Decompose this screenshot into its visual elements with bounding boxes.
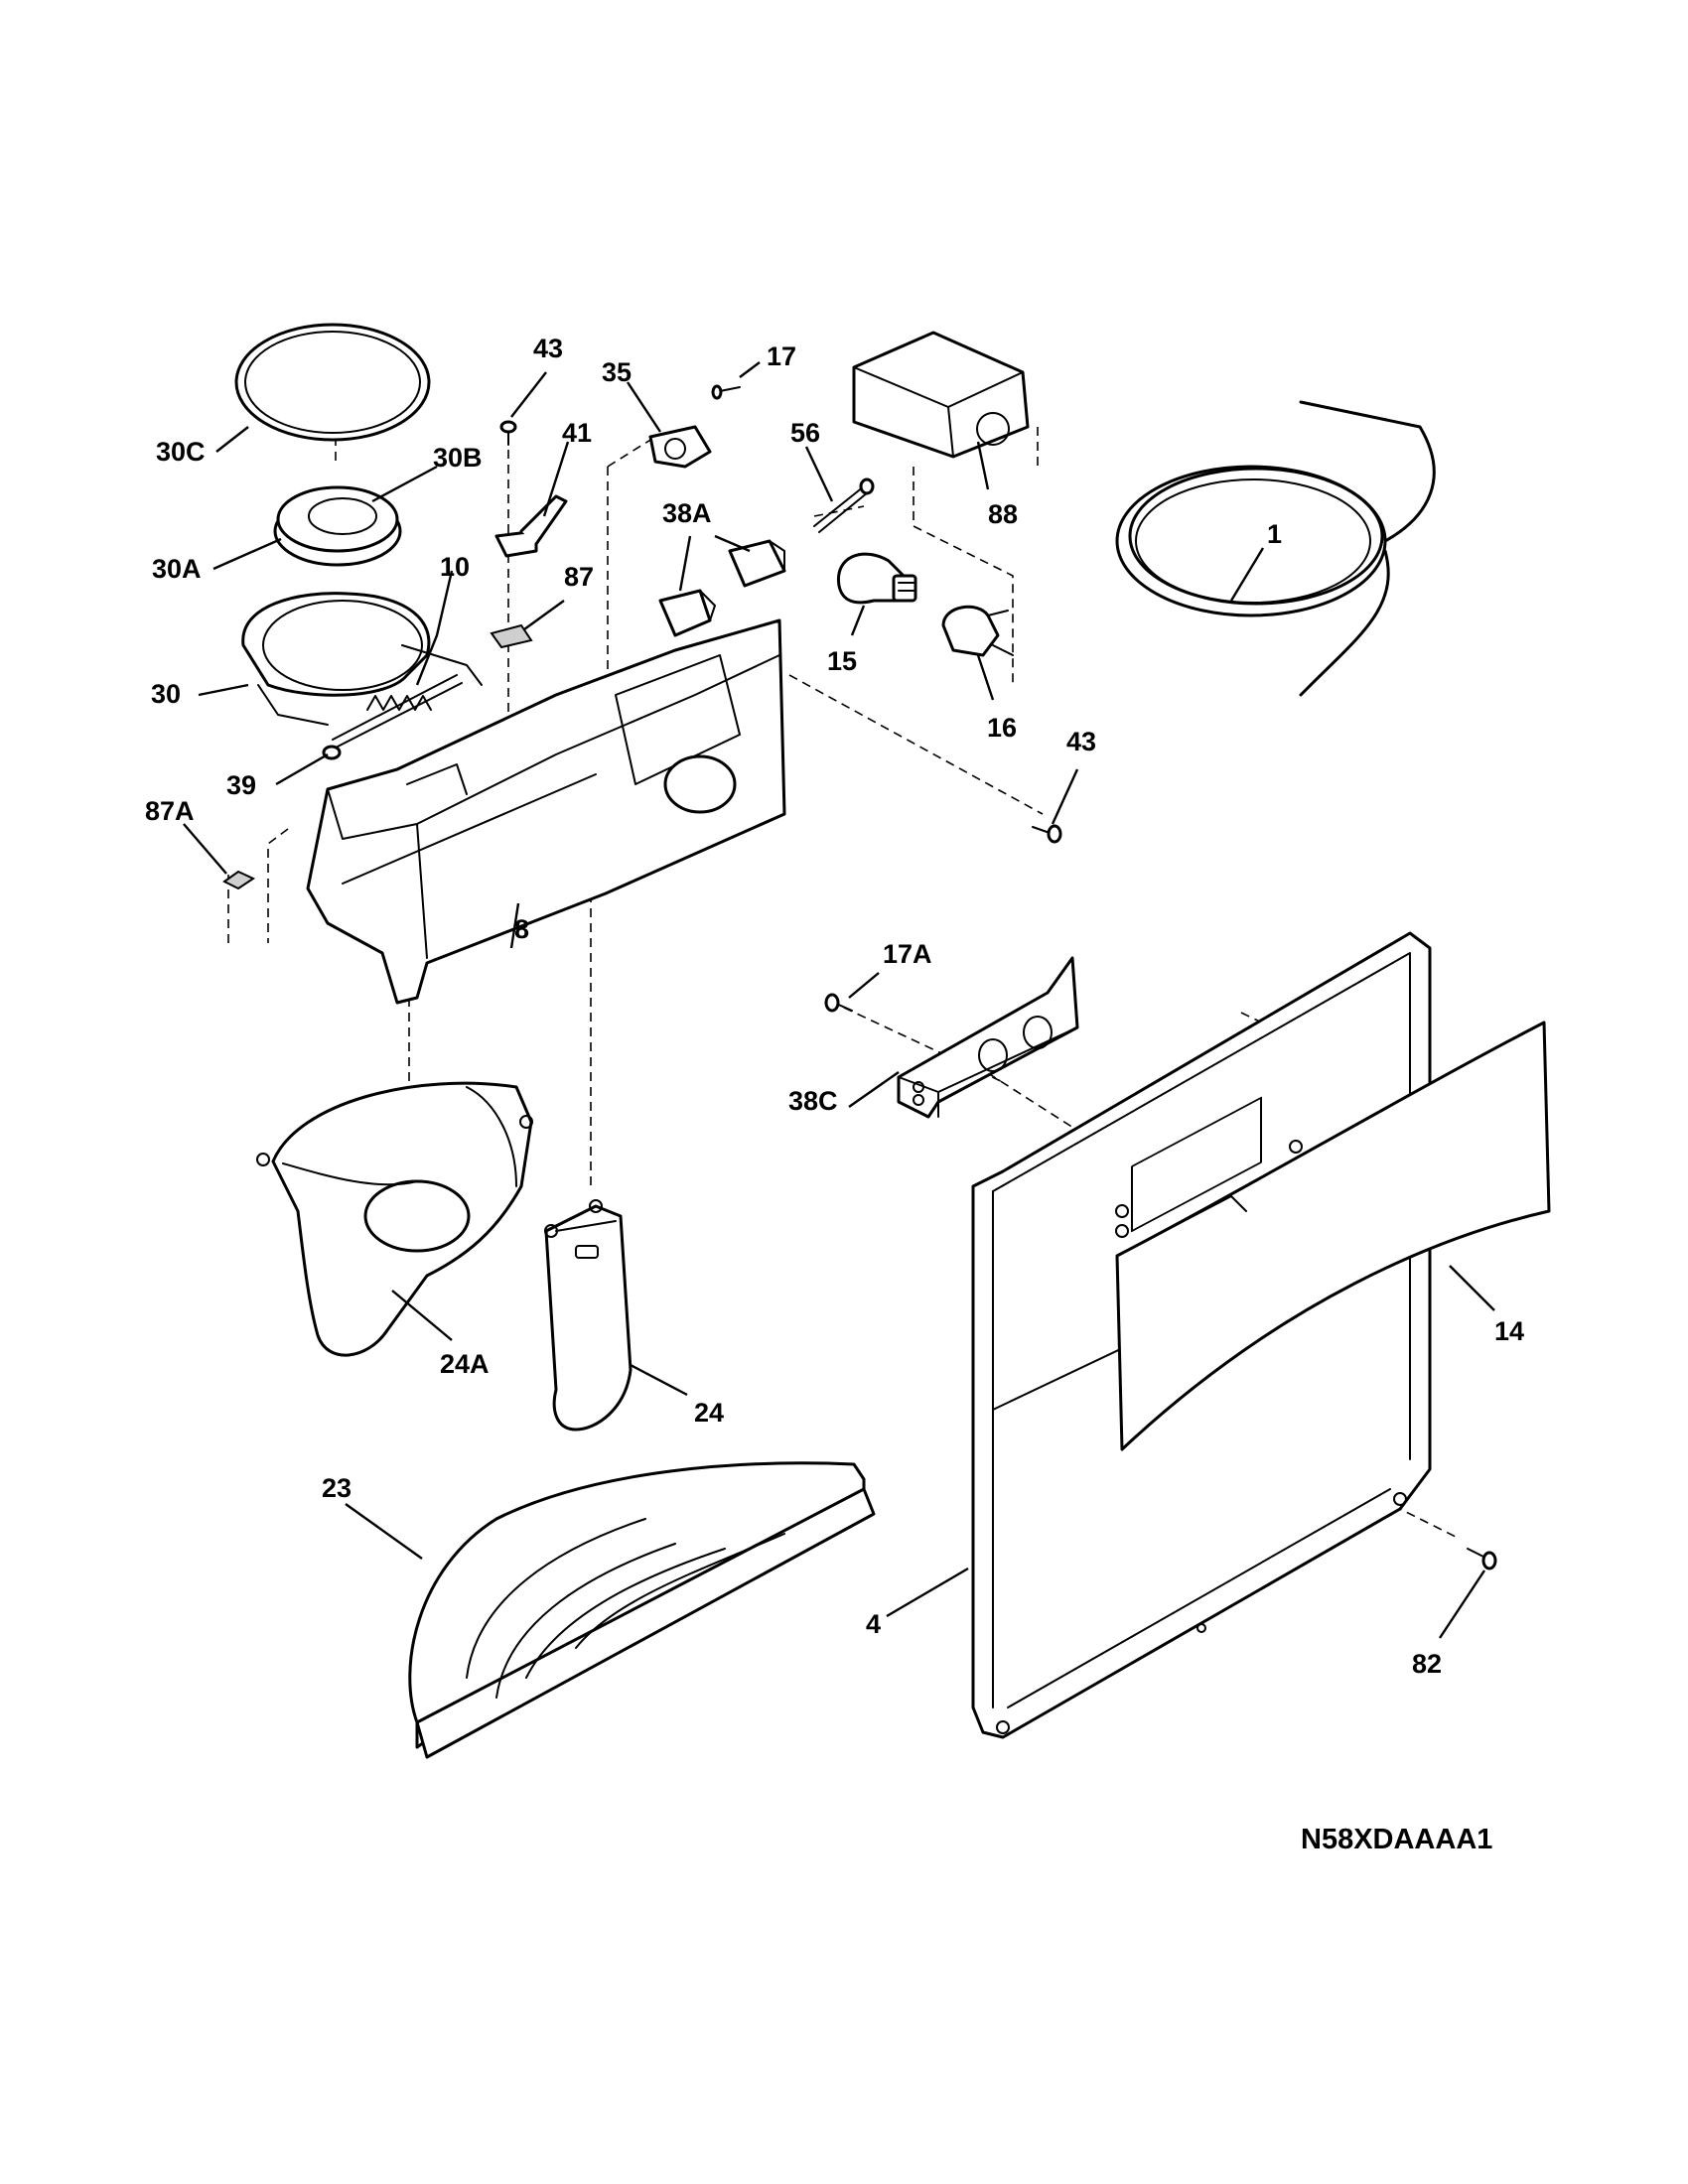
callout-8: 8: [514, 914, 529, 944]
callout-14: 14: [1494, 1316, 1524, 1346]
leader-lines: [183, 361, 1495, 1639]
callout-4: 4: [866, 1609, 881, 1639]
callout-17: 17: [767, 341, 796, 371]
callout-16: 16: [987, 713, 1017, 743]
screw-43-top: [499, 420, 517, 446]
module-box-88: [852, 331, 1030, 459]
callout-17a: 17A: [883, 939, 932, 969]
spring-10: [332, 674, 463, 748]
tubing-coil-1: [1115, 400, 1436, 697]
callout-24: 24: [694, 1398, 724, 1428]
flapper-24: [544, 1199, 633, 1432]
switch-35: [648, 425, 712, 469]
clip-87: [490, 623, 533, 649]
bracket-38c: [897, 956, 1079, 1119]
screw-17a: [824, 993, 853, 1013]
callout-15: 15: [827, 646, 857, 676]
dispenser-housing-8: [306, 618, 786, 1005]
callout-23: 23: [322, 1473, 352, 1503]
bracket-41: [494, 494, 568, 558]
overlay-panel-14: [1115, 1021, 1551, 1451]
callout-30c: 30C: [156, 437, 206, 467]
callout-24a: 24A: [440, 1349, 490, 1379]
socket-16: [941, 605, 1014, 657]
switch-38a-right: [728, 539, 786, 588]
callout-30: 30: [151, 679, 181, 709]
callout-38c: 38C: [788, 1086, 838, 1116]
callout-43-top: 43: [533, 334, 563, 363]
callout-82: 82: [1412, 1649, 1442, 1679]
callout-88: 88: [988, 499, 1018, 529]
callout-38a: 38A: [662, 498, 712, 528]
housing-ring-30: [241, 592, 483, 726]
switch-38a-left: [658, 589, 716, 637]
callout-labels: 30C 30B 30A 30 10 39 87A 43 41 87 35 17 …: [145, 334, 1524, 1679]
clip-87a: [222, 870, 256, 890]
diagram-code: N58XDAAAA1: [1301, 1824, 1492, 1855]
cap-30b: [273, 485, 402, 567]
callout-43-right: 43: [1066, 727, 1096, 756]
gasket-ring-30c: [234, 323, 431, 442]
callout-10: 10: [440, 552, 470, 582]
screw-17: [711, 384, 741, 400]
screw-43-right: [1032, 824, 1062, 844]
callout-56: 56: [790, 418, 820, 448]
callout-1: 1: [1267, 519, 1282, 549]
callout-30b: 30B: [433, 443, 483, 473]
screw-82: [1467, 1548, 1497, 1570]
light-bulb-15: [837, 552, 917, 605]
callout-41: 41: [562, 418, 592, 448]
callout-87: 87: [564, 562, 594, 592]
callout-39: 39: [226, 770, 256, 800]
ice-chute-24a: [256, 1081, 533, 1357]
callout-35: 35: [602, 357, 632, 387]
bolt-56: [813, 478, 875, 533]
drip-tray-23: [408, 1461, 876, 1759]
callout-30a: 30A: [152, 554, 202, 584]
callout-87a: 87A: [145, 796, 195, 826]
